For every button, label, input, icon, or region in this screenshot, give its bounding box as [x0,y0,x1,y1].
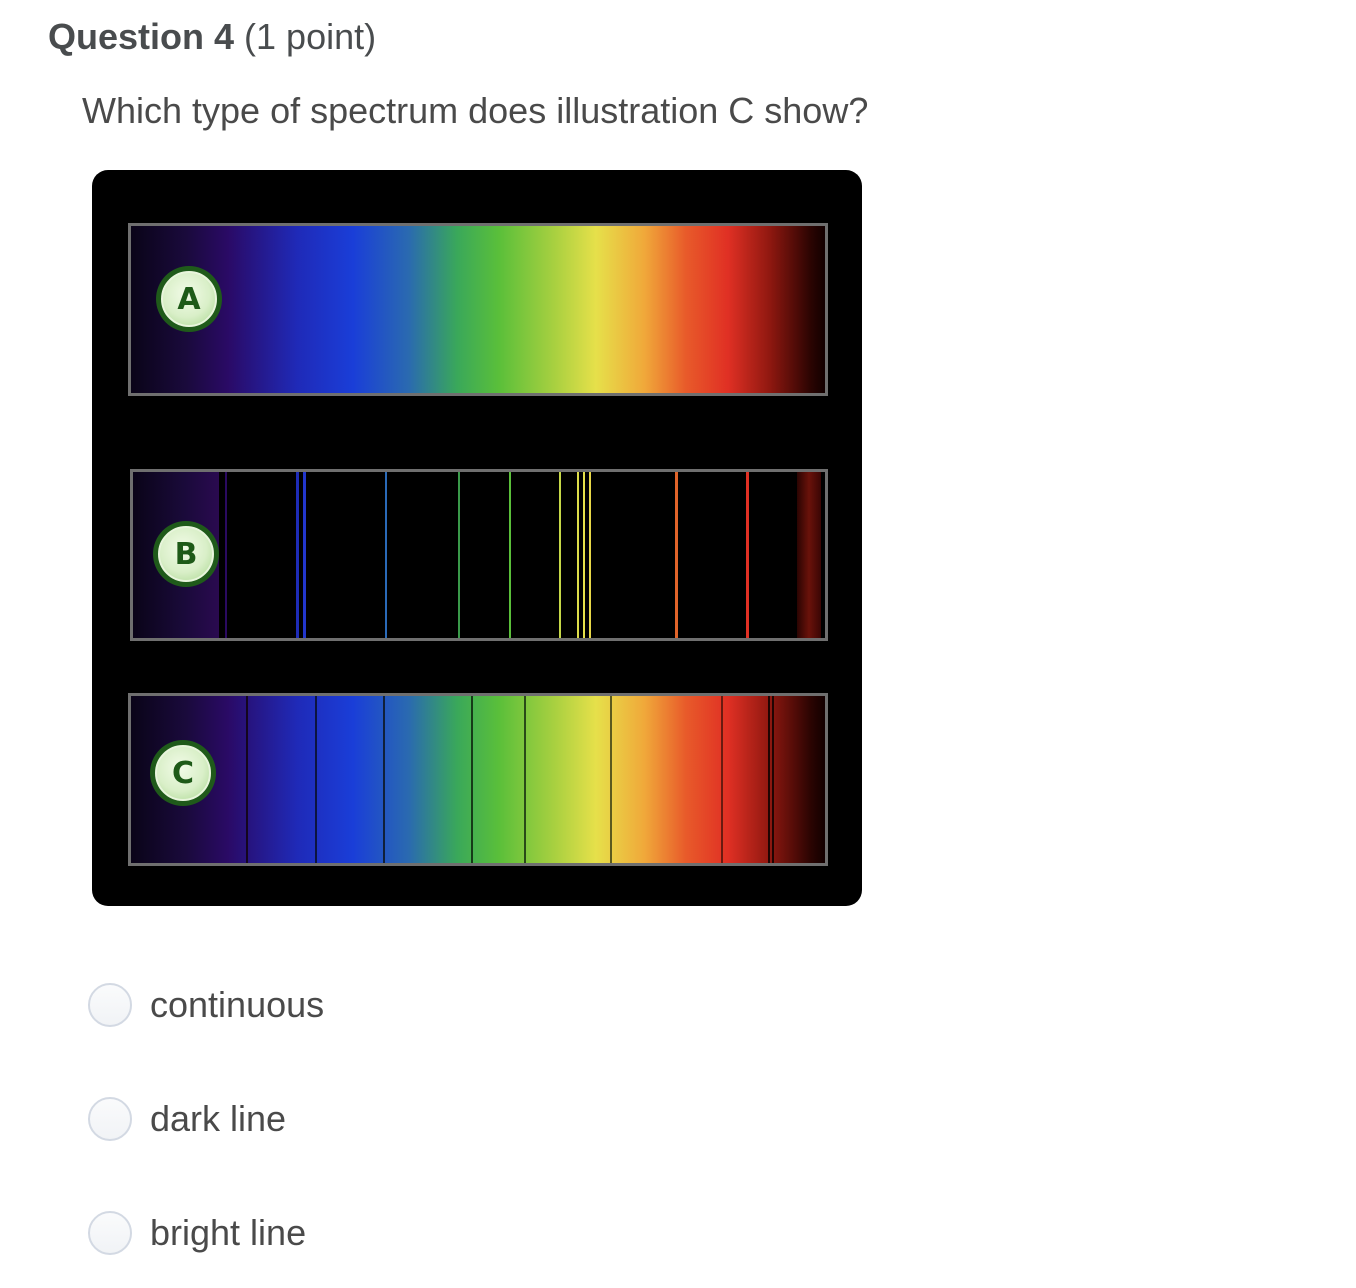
absorption-line [524,696,526,863]
spectrum-b-bright-line: B [130,469,828,641]
absorption-line [246,696,248,863]
question-points: (1 point) [244,16,377,57]
option-dark-line[interactable]: dark line [88,1094,286,1144]
emission-line [385,472,387,638]
emission-line [458,472,460,638]
radio-button-dark-line[interactable] [88,1097,132,1141]
spectrum-a-continuous: A [128,223,828,396]
label-b: B [158,526,214,582]
emission-line [303,472,306,638]
spectrum-illustration: A B C [92,170,862,906]
emission-line [577,472,579,638]
emission-line [296,472,299,638]
radio-button-bright-line[interactable] [88,1211,132,1255]
absorption-line [768,696,770,863]
emission-line [675,472,678,638]
absorption-line [772,696,774,863]
absorption-line [610,696,612,863]
emission-band [797,472,821,638]
option-continuous[interactable]: continuous [88,980,324,1030]
emission-line [583,472,585,638]
emission-line [589,472,591,638]
label-a-badge: A [156,266,222,332]
absorption-line [383,696,385,863]
spectrum-c-dark-line: C [128,693,828,866]
question-prompt: Which type of spectrum does illustration… [82,90,869,131]
emission-line [746,472,749,638]
question-title: Question 4 [48,16,235,57]
absorption-line [471,696,473,863]
absorption-line [721,696,723,863]
label-c-badge: C [150,740,216,806]
label-b-badge: B [153,521,219,587]
option-label: continuous [150,984,325,1025]
label-c: C [155,745,211,801]
emission-line [509,472,511,638]
radio-button-continuous[interactable] [88,983,132,1027]
absorption-line [315,696,317,863]
emission-line [559,472,561,638]
question-header: Question 4 (1 point) [48,14,376,60]
option-bright-line[interactable]: bright line [88,1208,306,1258]
option-label: dark line [150,1098,287,1139]
option-label: bright line [150,1212,307,1253]
emission-line [225,472,227,638]
label-a: A [161,271,217,327]
